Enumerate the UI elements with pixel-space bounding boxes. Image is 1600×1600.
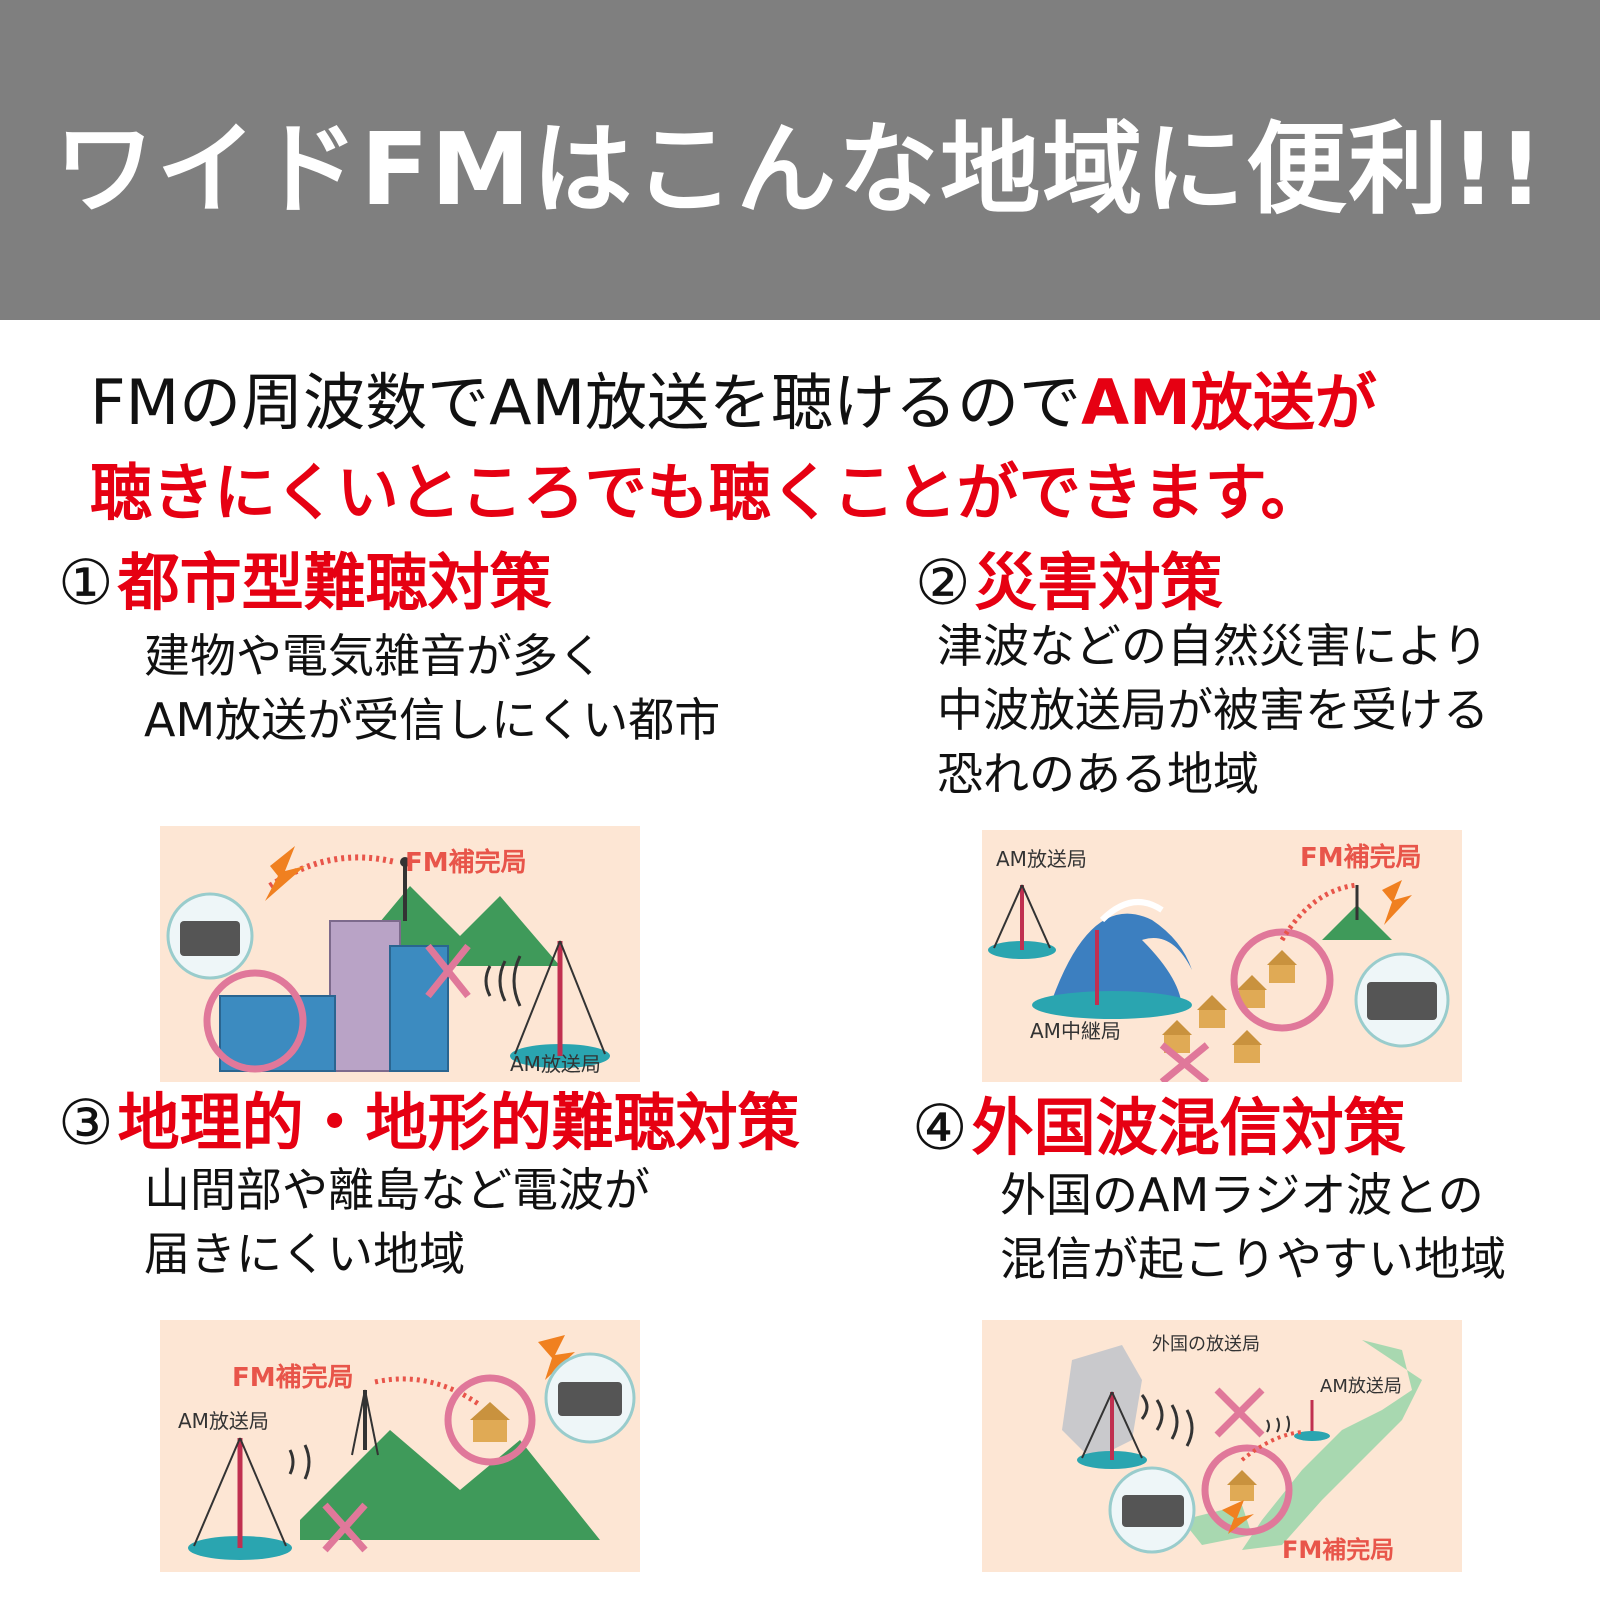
section-description: 山間部や離島など電波が 届きにくい地域	[144, 1163, 650, 1281]
section-urban: ①都市型難聴対策 建物や電気雑音が多く AM放送が受信しにくい都市	[58, 548, 720, 752]
section-heading: ①都市型難聴対策	[58, 546, 552, 619]
section-description: 津波などの自然災害により 中波放送局が被害を受ける 恐れのある地域	[937, 619, 1489, 801]
header-banner: ワイドFMはこんな地域に便利!!	[0, 0, 1600, 320]
label-am-station: AM放送局	[510, 1052, 601, 1076]
section-description: 外国のAMラジオ波との 混信が起こりやすい地域	[1000, 1168, 1506, 1286]
intro-line-1: FMの周波数でAM放送を聴けるのでAM放送が	[90, 366, 1377, 439]
label-am-relay: AM中継局	[1030, 1019, 1121, 1043]
section-heading: ②災害対策	[915, 546, 1223, 619]
illustration-foreign: 外国の放送局 AM放送局 FM補完局	[982, 1320, 1462, 1572]
illustration-urban: FM補完局 AM放送局	[160, 826, 640, 1082]
label-am-station: AM放送局	[178, 1409, 269, 1433]
section-description: 建物や電気雑音が多く AM放送が受信しにくい都市	[144, 629, 721, 747]
label-am-station: AM放送局	[1320, 1376, 1402, 1397]
section-heading: ④外国波混信対策	[912, 1091, 1406, 1164]
section-heading: ③地理的・地形的難聴対策	[58, 1086, 800, 1159]
section-geographic: ③地理的・地形的難聴対策 山間部や離島など電波が 届きにくい地域	[58, 1088, 800, 1286]
illustration-disaster: AM放送局 FM補完局 AM中継局	[982, 830, 1462, 1082]
label-fm-station: FM補完局	[232, 1362, 354, 1393]
label-foreign-station: 外国の放送局	[1152, 1334, 1260, 1355]
label-fm-station: FM補完局	[1282, 1536, 1394, 1564]
label-fm-station: FM補完局	[405, 847, 527, 878]
label-am-station: AM放送局	[996, 847, 1087, 871]
label-fm-station: FM補完局	[1300, 842, 1422, 873]
section-foreign-interference: ④外国波混信対策 外国のAMラジオ波との 混信が起こりやすい地域	[912, 1093, 1506, 1291]
intro-line-2: 聴きにくいところでも聴くことができます。	[90, 456, 1323, 529]
section-disaster: ②災害対策 津波などの自然災害により 中波放送局が被害を受ける 恐れのある地域	[915, 548, 1489, 806]
intro-text: FMの周波数でAM放送を聴けるのでAM放送が 聴きにくいところでも聴くことができ…	[90, 358, 1570, 538]
page-title: ワイドFMはこんな地域に便利!!	[54, 110, 1546, 228]
illustration-geographic: FM補完局 AM放送局	[160, 1320, 640, 1572]
